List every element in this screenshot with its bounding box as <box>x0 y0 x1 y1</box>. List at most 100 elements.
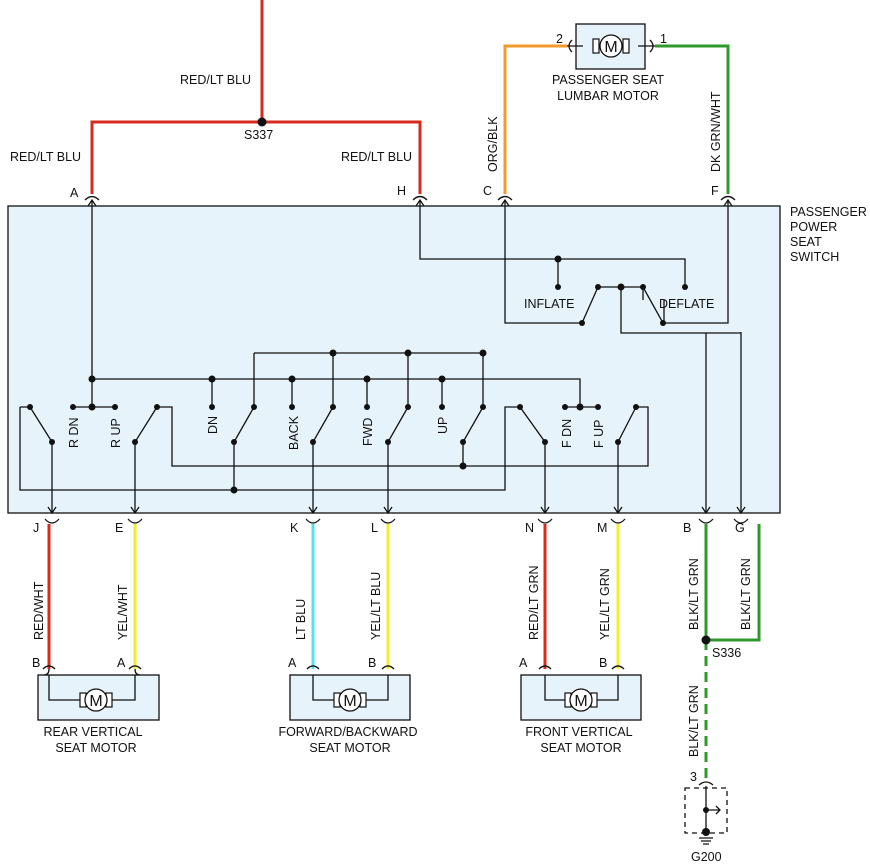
lumbar-motor-icon <box>599 34 623 58</box>
fwd-back-motor-name-line-2: SEAT MOTOR <box>309 741 390 755</box>
pin-f-connector <box>720 195 736 201</box>
switch-internal-circuit <box>19 198 746 515</box>
pin-n-connector <box>537 518 553 524</box>
rear-motor-symbol: M <box>89 693 102 710</box>
pin-k-label: K <box>290 521 299 535</box>
pin-c-label: C <box>483 184 492 198</box>
front-motor-pin-b-label: B <box>599 656 607 670</box>
pin-g-connector <box>733 518 749 524</box>
splice-s336-dot <box>701 635 711 645</box>
fwd-back-motor-pin-b-label: B <box>368 656 376 670</box>
wire-to-pin-h <box>262 120 422 194</box>
wire-j-label: RED/WHT <box>32 581 46 640</box>
lumbar-motor-symbol: M <box>604 39 617 56</box>
pin-m-connector <box>610 518 626 524</box>
lumbar-pin-2-label: 2 <box>556 32 563 46</box>
contact-r-up-label: R UP <box>109 418 123 448</box>
wire-n-label: RED/LT GRN <box>527 565 541 640</box>
pin-f-label: F <box>711 184 719 198</box>
switch-title-line-2: POWER <box>790 220 837 234</box>
pin-l-connector <box>380 518 396 524</box>
wire-b-label: BLK/LT GRN <box>687 558 701 630</box>
splice-s337-dot <box>257 117 267 127</box>
rear-motor-pin-a-label: A <box>117 656 126 670</box>
front-vertical-seat-motor: M A B FRONT VERTICAL SEAT MOTOR <box>519 656 642 755</box>
fwd-back-motor-pin-a-label: A <box>288 656 297 670</box>
wire-to-pin-f <box>655 44 730 194</box>
pin-a-label: A <box>70 186 79 200</box>
wire-g <box>706 524 761 642</box>
pin-g-label: G <box>735 521 745 535</box>
pin-b-connector <box>698 518 714 524</box>
wire-k-label: LT BLU <box>294 599 308 640</box>
lumbar-motor-name-line-1: PASSENGER SEAT <box>552 73 664 87</box>
front-motor-symbol: M <box>574 693 587 710</box>
pin-m-label: M <box>597 521 607 535</box>
fwd-back-motor-name-line-1: FORWARD/BACKWARD <box>278 725 417 739</box>
pin-e-label: E <box>115 521 123 535</box>
feed-wire-label: RED/LT BLU <box>180 73 251 87</box>
wire-to-pin-c <box>503 44 567 194</box>
pin-c-wire-label: ORG/BLK <box>486 116 500 172</box>
fwd-back-motor-icon <box>338 688 362 712</box>
rear-vertical-seat-motor: M B A REAR VERTICAL SEAT MOTOR <box>32 656 160 755</box>
pin-h-connector <box>412 195 428 201</box>
pin-h-wire-label: RED/LT BLU <box>341 150 412 164</box>
front-motor-name-line-2: SEAT MOTOR <box>540 741 621 755</box>
pin-k-connector <box>305 518 321 524</box>
front-motor-icon <box>569 688 593 712</box>
ground-pin-label: 3 <box>690 770 697 784</box>
rear-motor-name-line-1: REAR VERTICAL <box>43 725 142 739</box>
fwd-back-motor-symbol: M <box>343 693 356 710</box>
switch-title-line-1: PASSENGER <box>790 205 867 219</box>
pin-e-connector <box>127 518 143 524</box>
switch-contact-labels: R DN R UP DN BACK FWD UP F DN F UP <box>67 415 606 450</box>
pin-b-label: B <box>683 521 691 535</box>
wire-g-label: BLK/LT GRN <box>739 558 753 630</box>
switch-title: PASSENGER POWER SEAT SWITCH <box>790 205 867 264</box>
pin-l-label: L <box>371 521 378 535</box>
front-motor-pin-a-label: A <box>519 656 528 670</box>
power-seat-switch-box <box>7 205 781 514</box>
pin-f-wire-label: DK GRN/WHT <box>709 91 723 172</box>
contact-up-label: UP <box>436 417 450 434</box>
contact-r-dn-label: R DN <box>67 417 81 448</box>
pin-c-connector <box>497 195 513 201</box>
deflate-label: DEFLATE <box>659 297 714 311</box>
top-connector-pins: A H C F <box>70 184 736 201</box>
lumbar-pin-1-label: 1 <box>660 32 667 46</box>
switch-title-line-4: SWITCH <box>790 250 839 264</box>
wire-to-pin-a <box>90 120 262 194</box>
wire-e-label: YEL/WHT <box>116 584 130 640</box>
wire-l-label: YEL/LT BLU <box>369 572 383 640</box>
bottom-wire-labels: RED/WHT YEL/WHT LT BLU YEL/LT BLU RED/LT… <box>32 558 753 757</box>
pin-h-label: H <box>397 184 406 198</box>
contact-back-label: BACK <box>287 415 301 450</box>
pin-j-connector <box>44 518 60 524</box>
front-motor-name-line-1: FRONT VERTICAL <box>525 725 632 739</box>
lumbar-motor: M 2 1 PASSENGER SEAT LUMBAR MOTOR <box>552 23 667 103</box>
ground-dot <box>702 828 710 836</box>
lumbar-pin-1-connector <box>649 39 654 53</box>
lumbar-motor-name-line-2: LUMBAR MOTOR <box>557 89 659 103</box>
splice-s337-label: S337 <box>244 128 273 142</box>
forward-backward-seat-motor: M A B FORWARD/BACKWARD SEAT MOTOR <box>278 656 417 755</box>
contact-dn-label: DN <box>206 416 220 434</box>
rear-motor-pin-b-label: B <box>32 656 40 670</box>
contact-f-dn-label: F DN <box>560 419 574 448</box>
pin-n-label: N <box>525 521 534 535</box>
ground-label: G200 <box>691 850 722 864</box>
ground-pin-connector <box>698 781 714 786</box>
wire-m-label: YEL/LT GRN <box>598 568 612 640</box>
inflate-label: INFLATE <box>524 297 574 311</box>
ground-wire-label: BLK/LT GRN <box>687 685 701 757</box>
rear-motor-name-line-2: SEAT MOTOR <box>55 741 136 755</box>
pin-j-label: J <box>33 521 39 535</box>
pin-a-wire-label: RED/LT BLU <box>10 150 81 164</box>
contact-fwd-label: FWD <box>361 418 375 446</box>
contact-f-up-label: F UP <box>592 420 606 448</box>
ground-g200: 3 G200 <box>684 770 728 864</box>
bottom-connector-pins: J E K L N M B G <box>33 518 749 535</box>
switch-title-line-3: SEAT <box>790 235 822 249</box>
